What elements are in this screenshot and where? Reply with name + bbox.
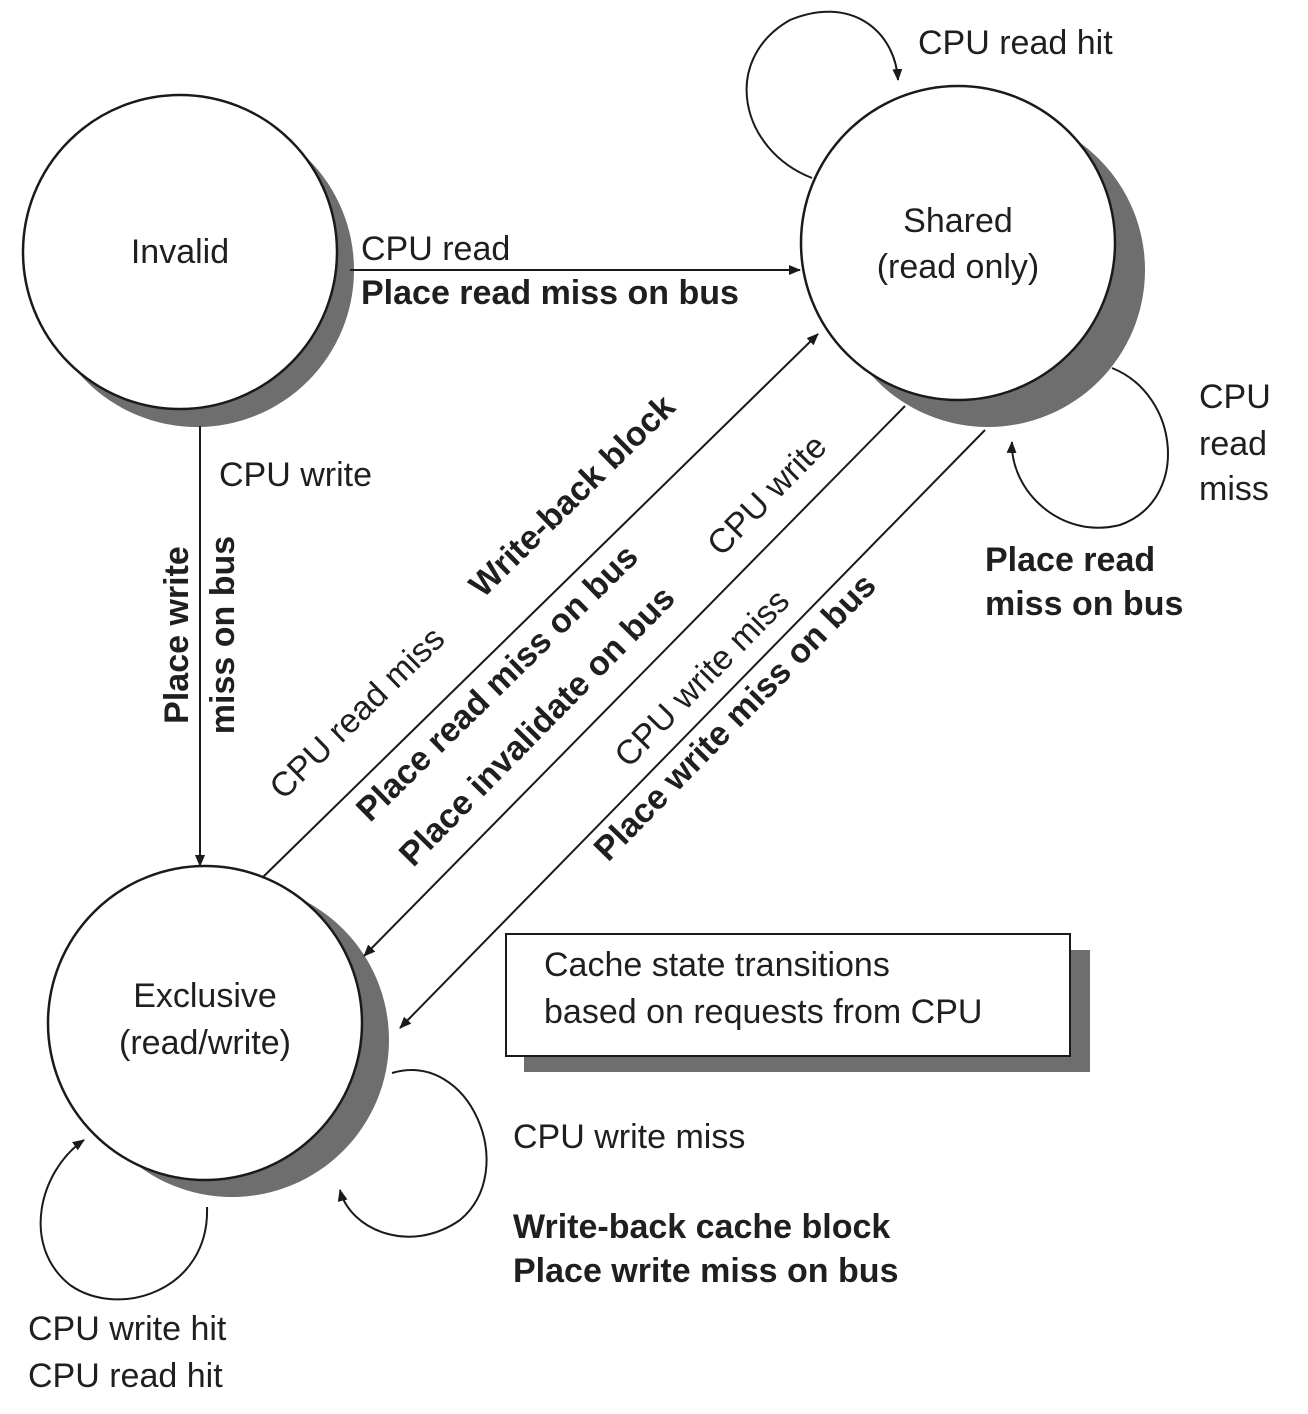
exclusive-write-miss-action-line2: Place write miss on bus xyxy=(513,1252,898,1290)
shared-read-miss-event-line3: miss xyxy=(1199,470,1269,508)
invalid-to-exclusive-action-line1: Place write xyxy=(158,546,196,724)
shared-read-hit-loop xyxy=(745,10,903,179)
exclusive-to-shared-arrow xyxy=(261,333,819,879)
shared-read-miss-loop xyxy=(1006,367,1169,529)
transition-shared-to-exclusive-write: CPU write Place invalidate on bus xyxy=(363,405,906,957)
exclusive-write-miss-event: CPU write miss xyxy=(513,1118,745,1156)
state-exclusive-circle xyxy=(46,864,364,1182)
exclusive-write-miss-loop xyxy=(337,1069,488,1238)
legend-box xyxy=(505,933,1071,1057)
state-invalid-circle xyxy=(21,93,339,411)
shared-to-exclusive-write-miss-arrow xyxy=(399,429,986,1029)
shared-read-miss-event-line2: read xyxy=(1199,425,1267,463)
exclusive-hits-line1: CPU write hit xyxy=(28,1310,227,1348)
state-exclusive-label-line2: (read/write) xyxy=(119,1024,291,1062)
transition-shared-self-read-hit: CPU read hit xyxy=(745,10,1113,179)
invalid-to-exclusive-action-line2: miss on bus xyxy=(204,536,242,734)
state-shared-label-line2: (read only) xyxy=(877,248,1040,286)
transition-exclusive-self-hits: CPU write hit CPU read hit xyxy=(28,1139,227,1395)
state-shared-label-line1: Shared xyxy=(903,202,1013,240)
transition-shared-self-read-miss: CPU read miss Place read miss on bus xyxy=(985,367,1271,623)
state-invalid: Invalid xyxy=(21,93,354,427)
state-invalid-label: Invalid xyxy=(131,233,229,271)
invalid-to-shared-action: Place read miss on bus xyxy=(361,274,739,312)
transition-exclusive-self-write-miss: CPU write miss Write-back cache block Pl… xyxy=(337,1069,898,1290)
state-exclusive: Exclusive (read/write) xyxy=(46,864,389,1197)
invalid-to-exclusive-event: CPU write xyxy=(219,456,372,494)
transition-exclusive-to-shared: CPU read miss Write-back block Place rea… xyxy=(261,333,819,879)
legend-line2: based on requests from CPU xyxy=(544,993,982,1031)
state-exclusive-label-line1: Exclusive xyxy=(133,977,277,1015)
shared-to-exclusive-write-event: CPU write xyxy=(700,427,834,563)
shared-read-hit-label: CPU read hit xyxy=(918,24,1113,62)
shared-read-miss-event-line1: CPU xyxy=(1199,378,1271,416)
exclusive-to-shared-action1: Write-back block xyxy=(462,388,683,605)
legend-line1: Cache state transitions xyxy=(544,946,890,984)
exclusive-hits-line2: CPU read hit xyxy=(28,1357,223,1395)
transition-invalid-to-exclusive: CPU write Place write miss on bus xyxy=(158,426,372,867)
shared-to-exclusive-write-arrow xyxy=(363,405,906,957)
exclusive-hits-loop xyxy=(39,1139,209,1301)
shared-read-miss-action-line2: miss on bus xyxy=(985,585,1183,623)
legend: Cache state transitions based on request… xyxy=(505,933,1090,1072)
state-shared: Shared (read only) xyxy=(799,84,1145,427)
exclusive-write-miss-action-line1: Write-back cache block xyxy=(513,1208,890,1246)
shared-read-miss-action-line1: Place read xyxy=(985,541,1155,579)
transition-invalid-to-shared: CPU read Place read miss on bus xyxy=(350,230,801,312)
state-shared-circle xyxy=(799,84,1117,402)
invalid-to-shared-event: CPU read xyxy=(361,230,510,268)
